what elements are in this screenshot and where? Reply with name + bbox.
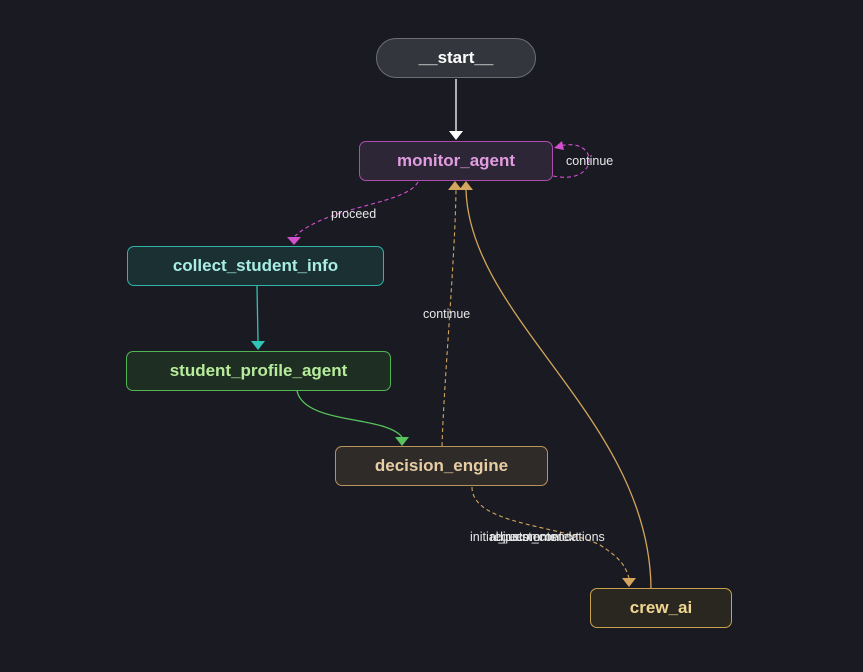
node-collect-student-info[interactable]: collect_student_info [127,246,384,286]
arrowhead-monitor-from-start [449,131,463,140]
node-monitor-agent-label: monitor_agent [396,151,516,170]
label-decision-to-crew-c: request_context [490,530,579,544]
edge-decision-to-monitor [441,189,457,447]
node-decision-engine[interactable]: decision_engine [335,446,548,486]
node-decision-engine-label: decision_engine [374,456,509,475]
node-student-profile-agent[interactable]: student_profile_agent [126,351,391,391]
node-start[interactable]: __start__ [376,38,536,78]
edge-profile-to-decision [296,390,403,438]
label-decision-to-crew-a: initial_recommendations [470,530,605,544]
edge-crew-to-monitor [465,189,652,590]
edge-decision-to-crew [471,486,630,579]
label-decision-to-monitor: continue [423,307,470,321]
edge-collect-to-profile [256,285,259,342]
node-crew-ai-label: crew_ai [629,598,693,617]
edge-monitor-to-collect [294,181,419,237]
arrowhead-profile [251,341,265,350]
label-monitor-self: continue [566,154,613,168]
label-monitor-to-collect: proceed [331,207,376,221]
edge-monitor-self-loop [552,144,590,178]
arrowhead-monitor-from-crew [459,181,473,190]
node-monitor-agent[interactable]: monitor_agent [359,141,553,181]
node-crew-ai[interactable]: crew_ai [590,588,732,628]
arrowhead-monitor-from-decision [448,181,462,190]
node-collect-student-info-label: collect_student_info [172,256,339,275]
label-decision-to-crew-b: adjustments [489,530,556,544]
arrowhead-collect [287,237,301,245]
node-start-label: __start__ [418,48,494,67]
arrowhead-crew [622,578,636,587]
arrowhead-decision [395,437,409,446]
node-student-profile-agent-label: student_profile_agent [169,361,348,380]
arrowhead-monitor-self [554,141,564,150]
